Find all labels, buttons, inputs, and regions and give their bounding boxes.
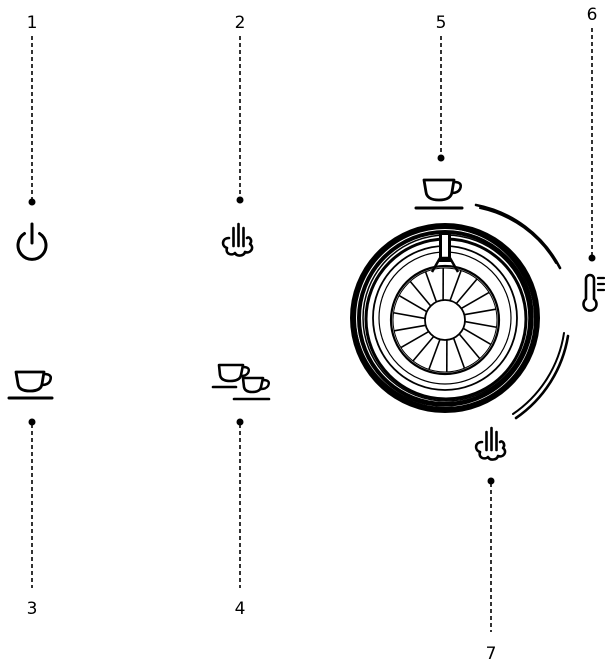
leader-dot-1	[28, 198, 36, 206]
callout-6: 6	[582, 5, 605, 312]
steam-icon[interactable]	[474, 426, 507, 461]
callout-2: 2	[221, 13, 254, 257]
callout-4: 4	[211, 363, 271, 619]
callout-7: 7	[474, 426, 507, 664]
dial-spoke	[409, 280, 432, 307]
callout-number-4: 4	[235, 599, 246, 619]
knob-arc-indicators	[474, 203, 570, 420]
single-cup-icon[interactable]	[7, 370, 54, 400]
steam-icon[interactable]	[221, 222, 254, 257]
coffee-cup-icon[interactable]	[414, 178, 464, 210]
dial-spoke	[452, 337, 466, 369]
dial-spoke	[393, 324, 426, 332]
dial-spoke	[464, 320, 497, 329]
dial-spoke	[460, 291, 490, 310]
callout-number-7: 7	[486, 644, 497, 664]
double-cup-icon[interactable]	[211, 363, 271, 401]
selector-knob[interactable]	[350, 223, 540, 413]
dial-spoke	[424, 271, 438, 303]
callout-1: 1	[16, 13, 48, 261]
dial-spoke	[455, 278, 478, 305]
dial-spoke	[398, 294, 428, 313]
dial-spoke	[393, 311, 426, 320]
leader-dot-4	[236, 418, 244, 426]
leader-dot-6	[588, 254, 596, 262]
callout-number-6: 6	[587, 5, 598, 25]
leader-dot-7	[487, 477, 495, 485]
callout-5: 5	[414, 13, 464, 210]
callout-number-5: 5	[436, 13, 447, 33]
dial-spokes	[393, 268, 497, 372]
leader-dot-5	[437, 154, 445, 162]
callout-number-2: 2	[235, 13, 246, 33]
knob-pointer	[430, 232, 460, 273]
dial-spoke	[464, 308, 497, 316]
callout-3: 3	[7, 370, 54, 619]
thermometer-icon[interactable]	[582, 273, 605, 312]
leader-dot-2	[236, 196, 244, 204]
power-icon[interactable]	[16, 222, 48, 261]
callout-number-3: 3	[27, 599, 38, 619]
dial-spoke	[400, 330, 430, 349]
leader-dot-3	[28, 418, 36, 426]
dial-spoke	[412, 335, 435, 362]
dial-spoke	[462, 327, 492, 346]
dial-spoke	[449, 270, 462, 301]
dial-spoke	[458, 333, 481, 360]
callout-number-1: 1	[27, 13, 38, 33]
dial-spoke	[428, 339, 441, 370]
